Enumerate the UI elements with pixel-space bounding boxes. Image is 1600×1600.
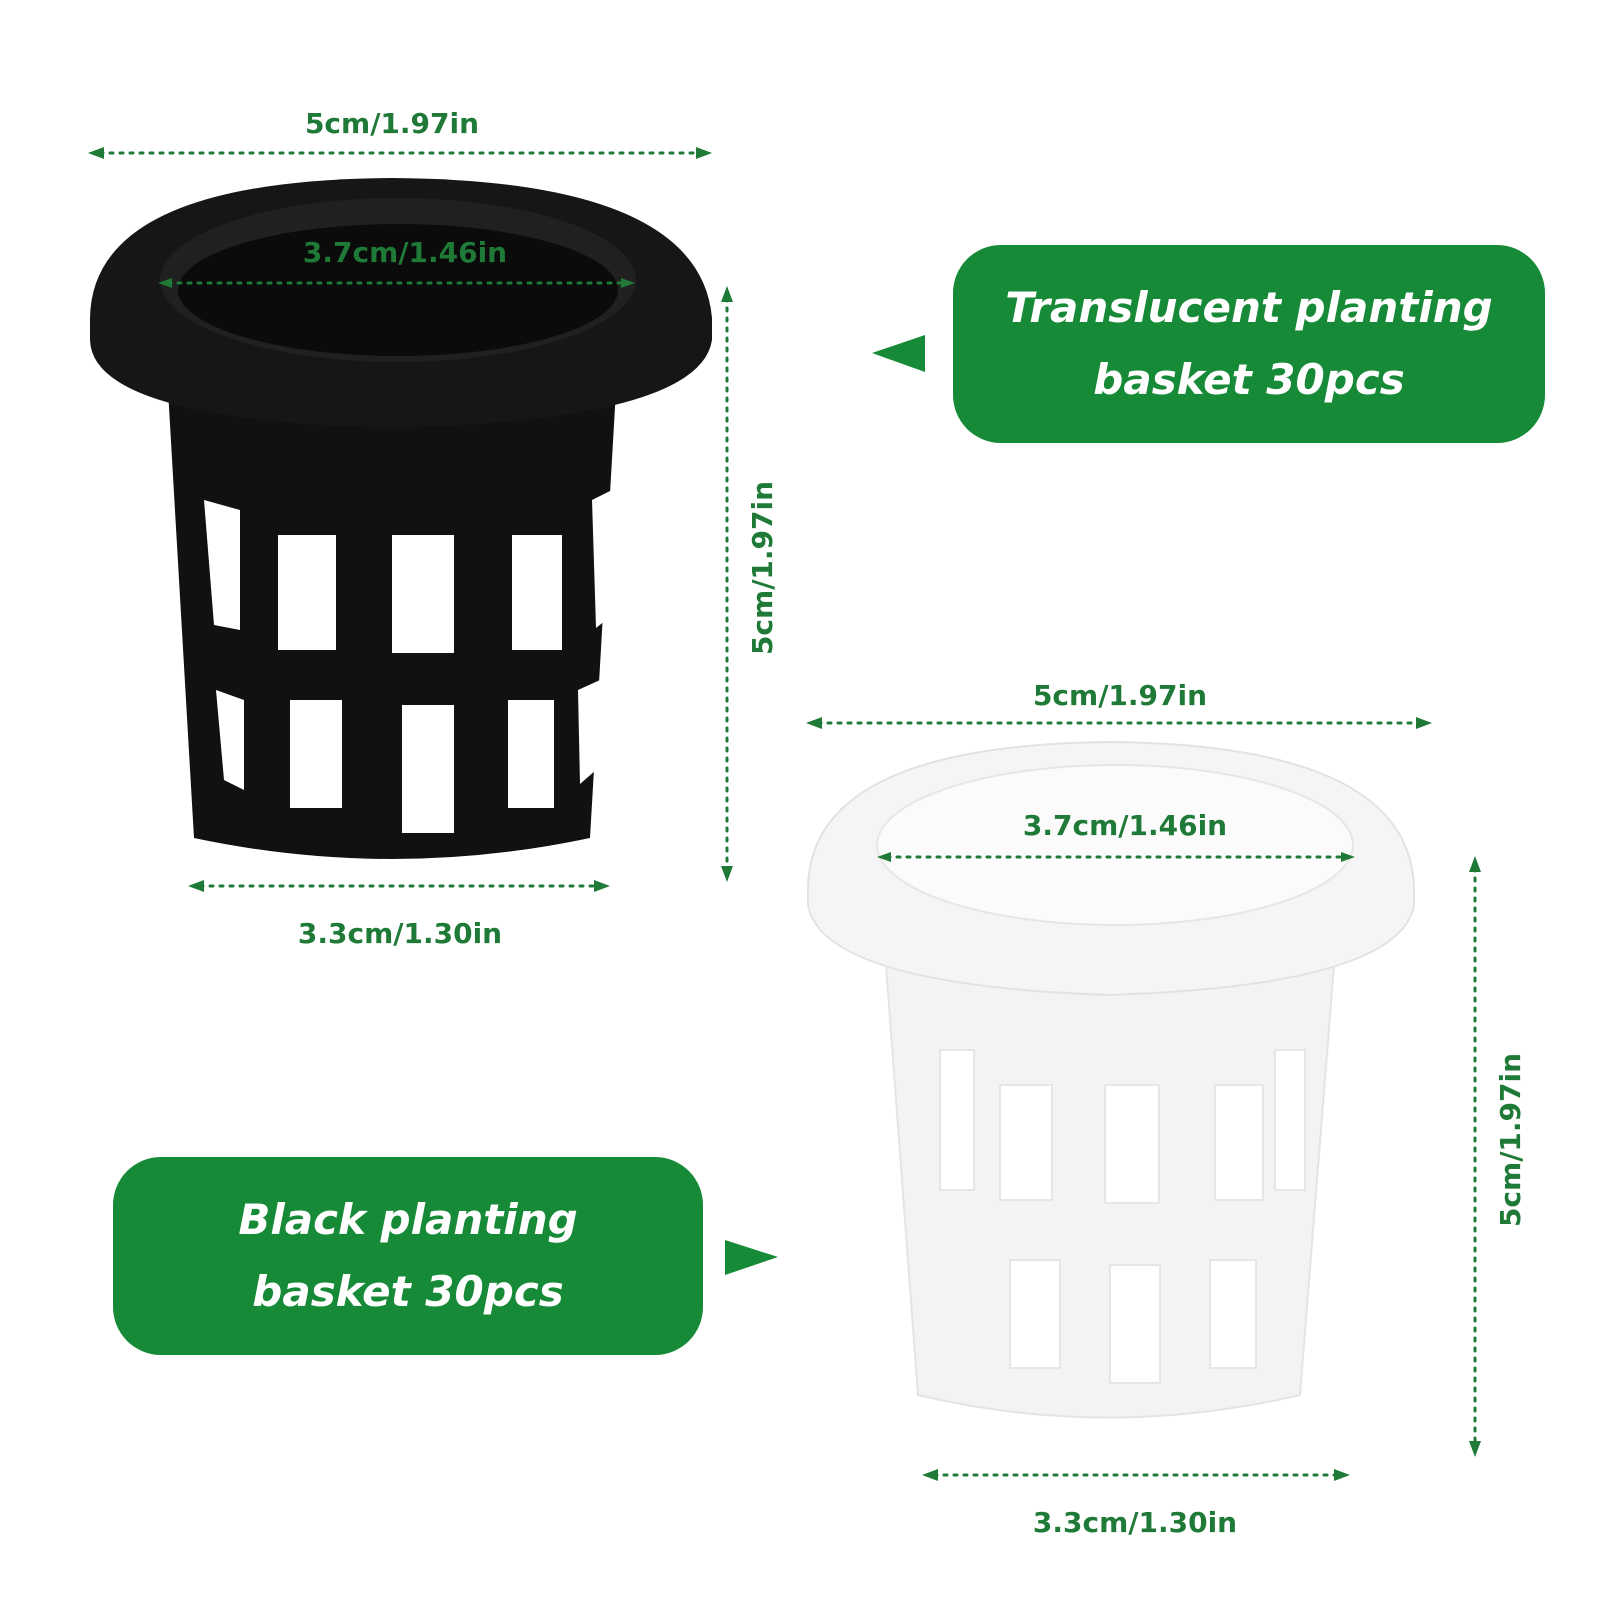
translucent-inner-diameter-label: 3.7cm/1.46in [1023, 809, 1227, 842]
black-top-width-dimension: 5cm/1.97in [88, 107, 712, 159]
black-basket [90, 178, 712, 859]
translucent-badge-line2: basket 30pcs [1093, 355, 1405, 404]
translucent-bottom-width-label: 3.3cm/1.30in [1033, 1506, 1237, 1539]
black-basket-slots [204, 350, 612, 833]
translucent-top-width-dimension: 5cm/1.97in [806, 679, 1432, 729]
black-badge-line1: Black planting [238, 1195, 578, 1244]
black-top-width-label: 5cm/1.97in [305, 107, 479, 140]
black-inner-diameter-dimension: 3.7cm/1.46in [158, 236, 635, 288]
black-badge-pointer [725, 1240, 778, 1275]
translucent-badge-line1: Translucent planting [1005, 283, 1493, 332]
translucent-bottom-width-dimension: 3.3cm/1.30in [922, 1469, 1350, 1539]
translucent-badge-pointer [872, 335, 925, 372]
black-height-dimension: 5cm/1.97in [721, 286, 779, 882]
translucent-basket [807, 740, 1415, 1419]
black-basket-badge: Black planting basket 30pcs [113, 1157, 703, 1355]
translucent-top-width-label: 5cm/1.97in [1033, 679, 1207, 712]
black-bottom-width-label: 3.3cm/1.30in [298, 917, 502, 950]
translucent-basket-badge: Translucent planting basket 30pcs [953, 245, 1545, 443]
black-bottom-width-dimension: 3.3cm/1.30in [188, 880, 610, 950]
translucent-basket-slots [939, 1049, 1306, 1384]
black-badge-line2: basket 30pcs [252, 1267, 564, 1316]
translucent-height-dimension: 5cm/1.97in [1469, 856, 1527, 1457]
translucent-height-label: 5cm/1.97in [1494, 1053, 1527, 1227]
black-height-label: 5cm/1.97in [746, 481, 779, 655]
black-inner-diameter-label: 3.7cm/1.46in [303, 236, 507, 269]
translucent-inner-diameter-dimension: 3.7cm/1.46in [877, 809, 1355, 862]
